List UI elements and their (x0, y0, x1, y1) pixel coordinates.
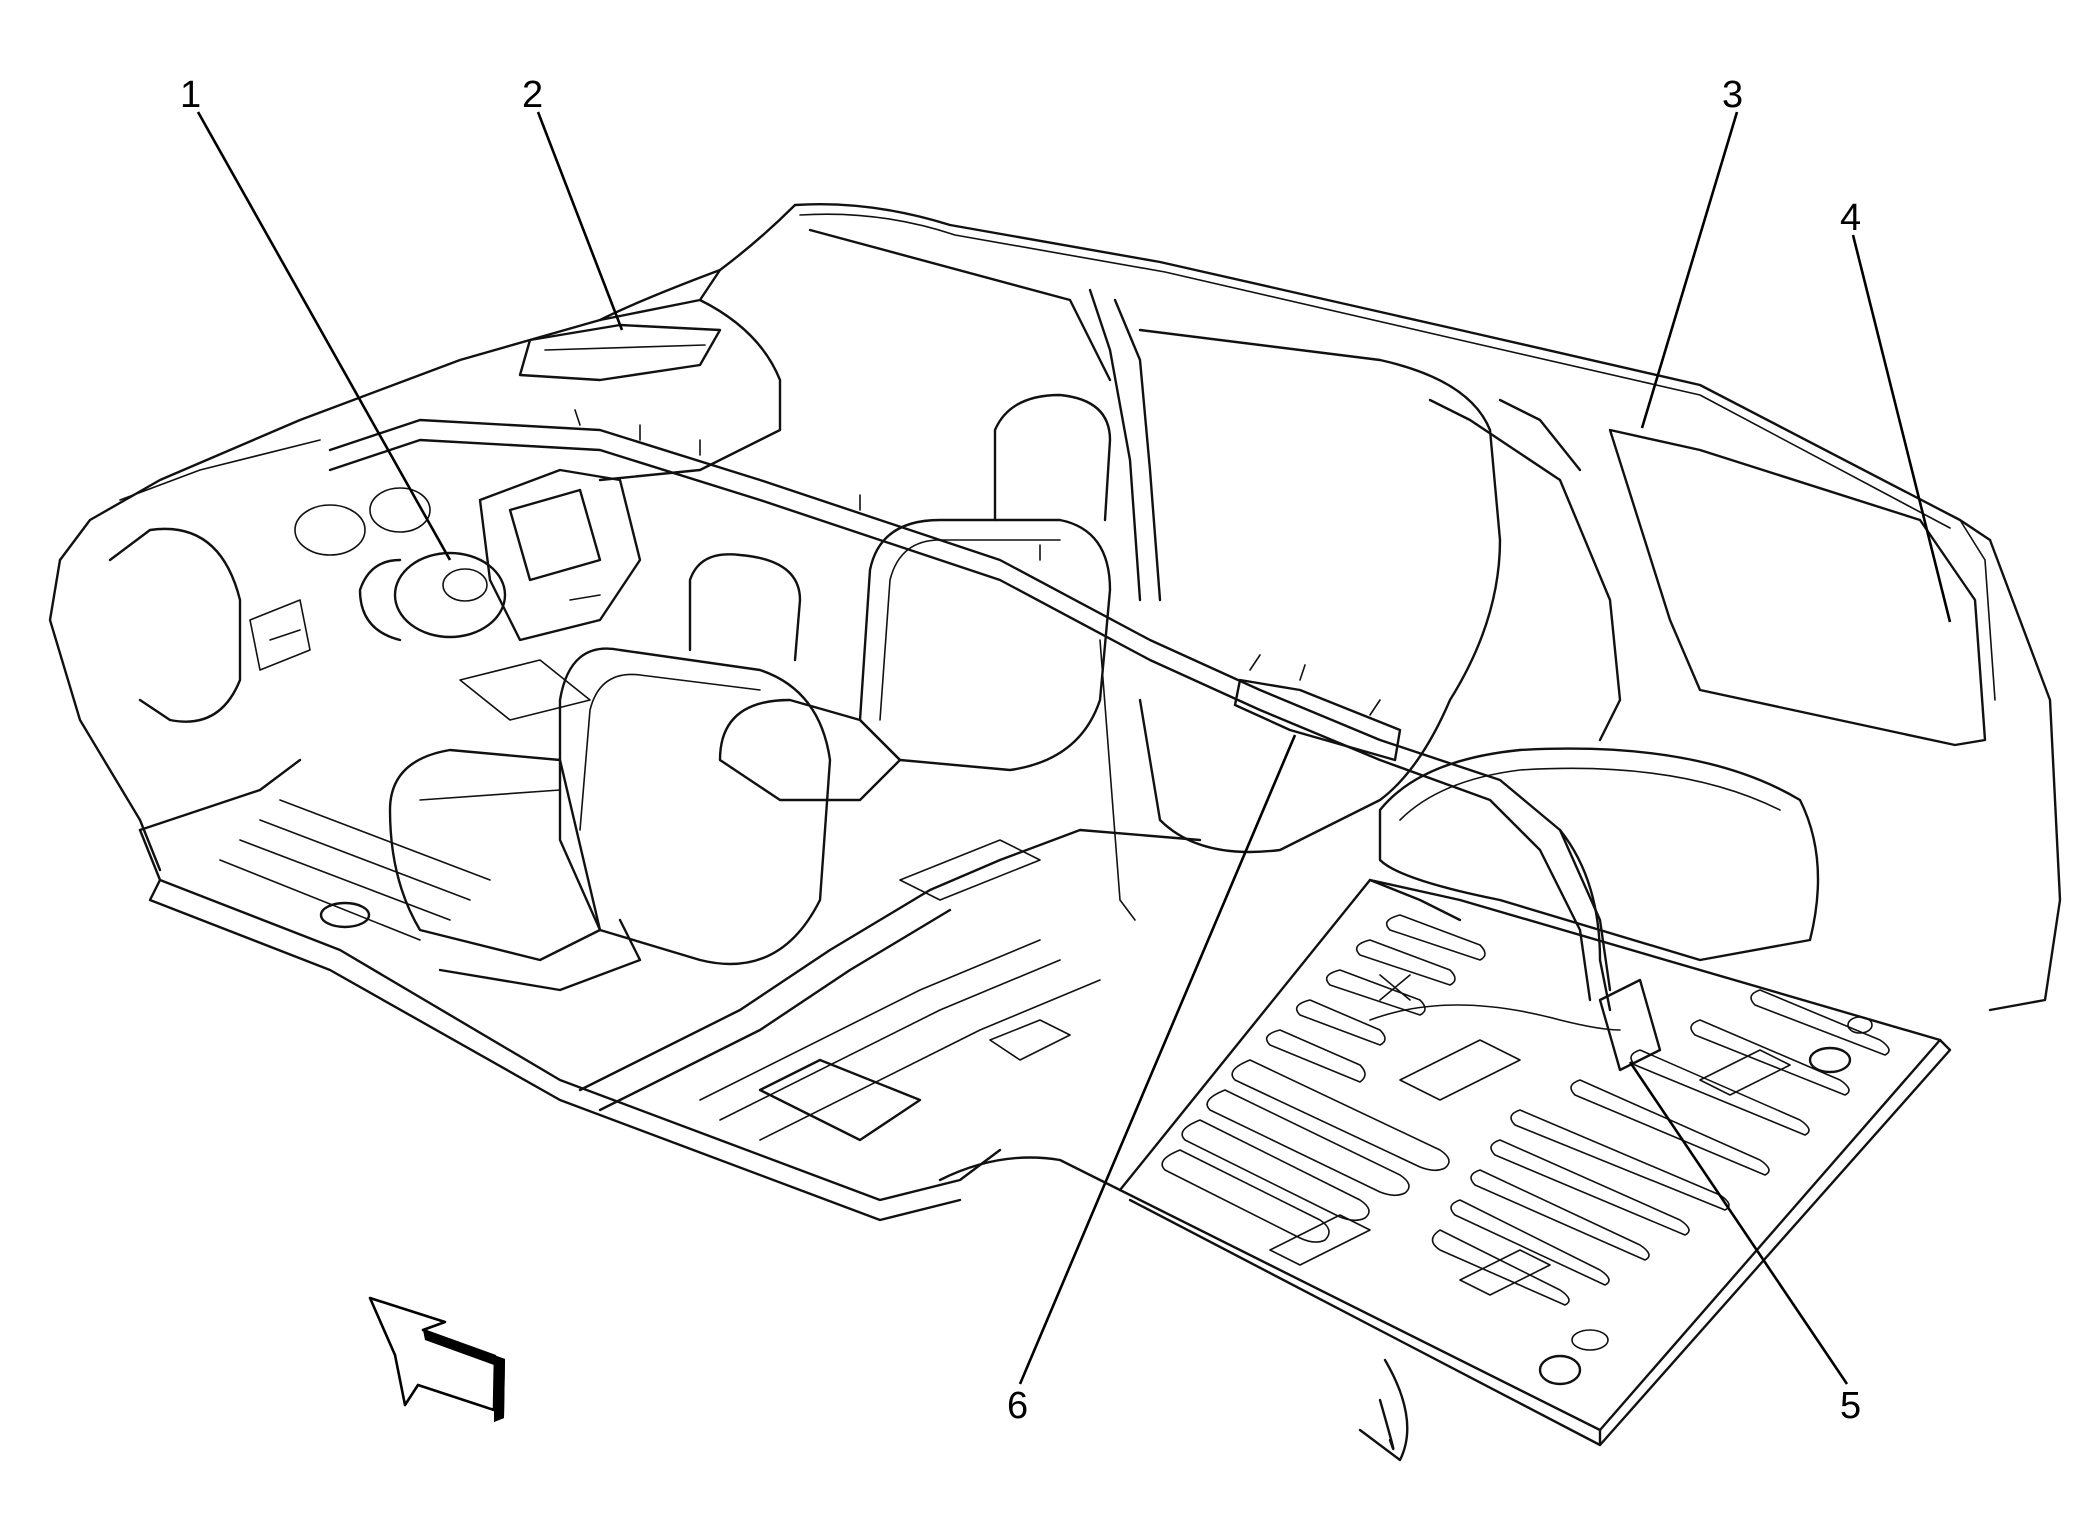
callout-leaders (196, 111, 1952, 1385)
roof-rail-airbag (328, 409, 1612, 1002)
callout-4: 4 (1840, 197, 1861, 239)
floor-panel (138, 758, 1462, 1222)
leader-4 (1851, 234, 1952, 623)
callout-labels: 1 2 3 4 5 6 (180, 74, 1861, 1427)
callout-5: 5 (1840, 1385, 1861, 1427)
callout-6: 6 (1007, 1385, 1028, 1427)
callout-3: 3 (1722, 74, 1743, 116)
leader-5 (1628, 1061, 1849, 1385)
callout-2: 2 (522, 74, 543, 116)
leader-3 (1640, 111, 1739, 429)
instrument-panel (48, 298, 782, 872)
callout-1: 1 (180, 74, 201, 116)
vehicle-body (598, 202, 2062, 1012)
front-seats (388, 393, 1112, 992)
leader-1 (196, 111, 452, 561)
cargo-floor (1118, 828, 1952, 1462)
front-direction-arrow-icon (368, 1296, 505, 1422)
leader-6 (1018, 734, 1297, 1385)
leader-2 (536, 111, 624, 331)
cargo-floor-ribs (1161, 914, 1890, 1386)
